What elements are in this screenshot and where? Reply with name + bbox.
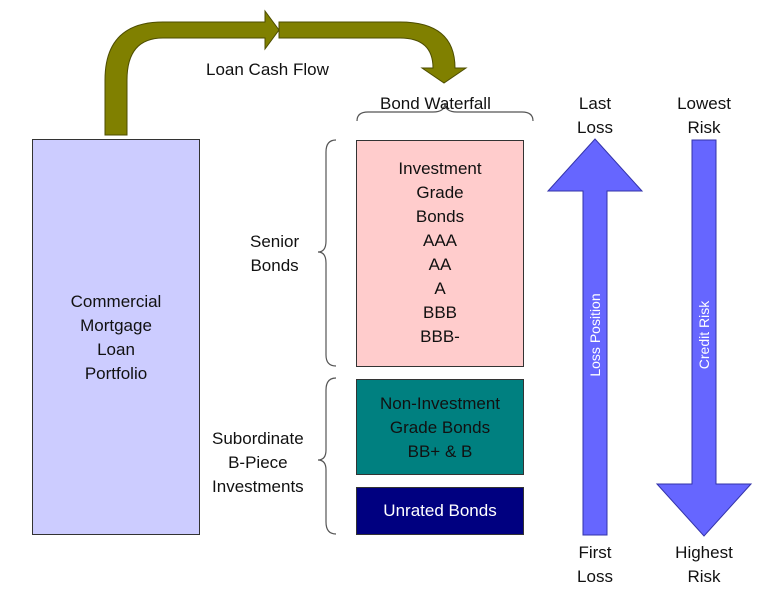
non-investment-line: BB+ & B (407, 442, 473, 461)
last-loss-line: Last (578, 94, 612, 113)
subordinate-line: B-Piece (228, 453, 288, 472)
lowest-risk-label: Lowest Risk (664, 92, 744, 140)
portfolio-line: Loan (97, 340, 135, 359)
portfolio-line: Mortgage (80, 316, 152, 335)
non-investment-line: Non-Investment (380, 394, 500, 413)
first-loss-label: First Loss (565, 541, 625, 589)
senior-bonds-label: Senior Bonds (250, 230, 299, 278)
highest-risk-line: Risk (687, 567, 721, 586)
cash-flow-arrow-down (278, 21, 468, 84)
waterfall-brace (356, 102, 534, 122)
subordinate-line: Investments (212, 477, 304, 496)
rating-aa: AA (428, 255, 452, 274)
unrated-bonds-label: Unrated Bonds (383, 501, 497, 520)
senior-brace (317, 139, 337, 367)
portfolio-line: Portfolio (84, 364, 148, 383)
first-loss-line: Loss (577, 567, 613, 586)
investment-grade-box: Investment Grade Bonds AAA AA A BBB BBB- (356, 140, 524, 367)
rating-bbb: BBB (422, 303, 458, 322)
bond-waterfall-title: Bond Waterfall (380, 94, 491, 113)
portfolio-line: Commercial (70, 292, 162, 311)
subordinate-label: Subordinate B-Piece Investments (212, 427, 304, 499)
investment-grade-line: Grade (416, 183, 464, 202)
subordinate-brace (317, 377, 337, 535)
last-loss-label: Last Loss (565, 92, 625, 140)
loan-cash-flow-label: Loan Cash Flow (206, 60, 329, 79)
first-loss-line: First (578, 543, 612, 562)
credit-risk-arrow (655, 139, 753, 537)
non-investment-line: Grade Bonds (389, 418, 491, 437)
highest-risk-line: Highest (675, 543, 733, 562)
senior-bonds-line: Senior (250, 232, 300, 251)
cash-flow-arrow (104, 9, 280, 136)
investment-grade-line: Bonds (415, 207, 465, 226)
lowest-risk-line: Risk (687, 118, 721, 137)
investment-grade-line: Investment (398, 159, 482, 178)
senior-bonds-line: Bonds (250, 256, 299, 275)
loss-position-arrow (546, 138, 644, 536)
unrated-bonds-box: Unrated Bonds (356, 487, 524, 535)
non-investment-grade-box: Non-Investment Grade Bonds BB+ & B (356, 379, 524, 475)
lowest-risk-line: Lowest (677, 94, 731, 113)
last-loss-line: Loss (577, 118, 613, 137)
credit-risk-label: Credit Risk (696, 300, 712, 370)
rating-a: A (434, 279, 446, 298)
loan-portfolio-box: Commercial Mortgage Loan Portfolio (32, 139, 200, 535)
subordinate-line: Subordinate (212, 429, 304, 448)
rating-bbb-minus: BBB- (420, 327, 460, 346)
loss-position-label: Loss Position (587, 293, 603, 377)
rating-aaa: AAA (422, 231, 458, 250)
highest-risk-label: Highest Risk (664, 541, 744, 589)
